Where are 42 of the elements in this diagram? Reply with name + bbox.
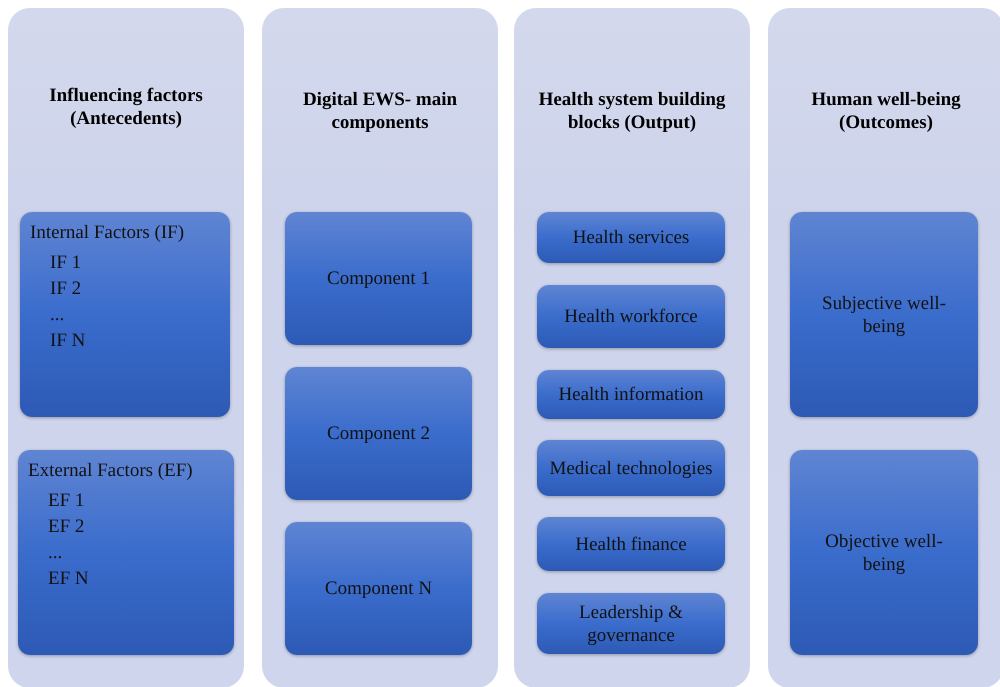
column-title: Influencing factors (Antecedents) [48,84,204,130]
component-box [285,522,472,655]
box-label: Medical technologies [549,456,713,480]
building-block-box [537,593,725,654]
column-title: Digital EWS- main components [302,88,458,134]
column-panel [514,8,750,687]
outcome-box [790,450,978,655]
building-block-box [537,517,725,571]
list-item: ... [50,304,64,326]
column-panel [768,8,1000,687]
list-item: IF 1 [50,252,82,274]
list-item: EF 2 [48,516,84,538]
column-panel [8,8,244,687]
list-item: ... [48,542,62,564]
box-label: Health services [572,226,690,249]
column-title: Health system building blocks (Output) [538,88,726,134]
outcome-box [790,212,978,417]
building-block-box [537,212,725,263]
box-heading: External Factors (EF) [28,460,193,482]
building-block-box [537,285,725,348]
box-label: Leadership & governance [578,600,684,646]
column-title: Human well-being (Outcomes) [810,88,962,134]
building-block-box [537,370,725,419]
list-item: EF 1 [48,490,84,512]
box-label: Objective well-being [824,530,944,576]
column-panel [262,8,498,687]
box-heading: Internal Factors (IF) [30,222,184,244]
list-item: EF N [48,568,89,590]
factor-box [20,212,230,417]
list-item: IF N [50,330,86,352]
box-label: Health information [558,383,704,406]
building-block-box [537,440,725,496]
box-label: Component 2 [327,422,430,445]
box-label: Health workforce [564,305,698,328]
box-label: Health finance [575,532,687,556]
box-label: Component N [324,577,432,600]
list-item: IF 2 [50,278,82,300]
component-box [285,367,472,500]
box-label: Subjective well-being [821,292,947,338]
factor-box [18,450,234,655]
box-label: Component 1 [327,267,430,290]
component-box [285,212,472,345]
